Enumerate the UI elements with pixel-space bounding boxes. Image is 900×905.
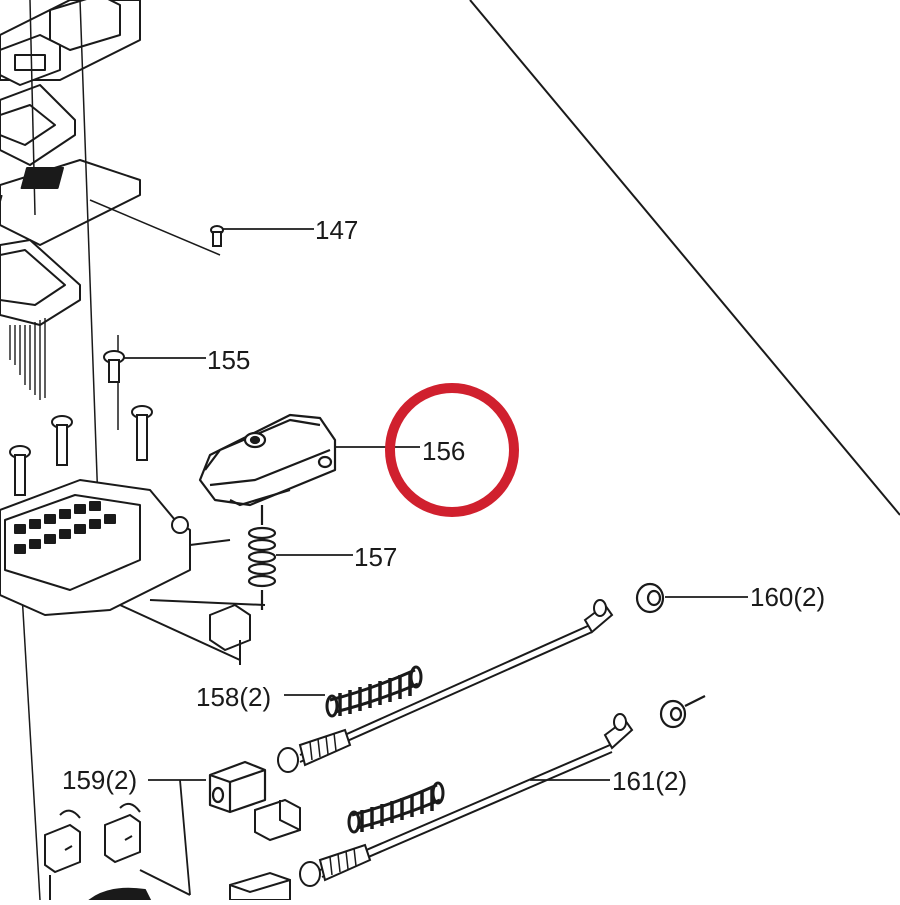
small-clip [209, 603, 251, 665]
leader-lines [123, 228, 748, 896]
callout-labels: 147 155 156 157 158(2) 159(2) 160(2) 161… [62, 215, 825, 796]
screw-147 [210, 225, 224, 247]
callout-158: 158(2) [196, 682, 271, 712]
screw-a [51, 415, 73, 466]
part-160-nut-lower [659, 695, 706, 729]
lower-spring [347, 781, 445, 834]
part-158-spring [325, 665, 423, 718]
callout-160: 160(2) [750, 582, 825, 612]
callout-155: 155 [207, 345, 250, 375]
terminal-block [0, 479, 266, 661]
small-bracket-b [254, 798, 301, 842]
screw-c [9, 445, 31, 496]
screw-b [131, 405, 153, 461]
part-157-spring [247, 505, 277, 610]
part-161-lower-cable [299, 713, 634, 887]
callout-161: 161(2) [612, 766, 687, 796]
keypad-assembly [0, 0, 141, 400]
highlight-circle-156 [385, 383, 519, 517]
part-160-nut [635, 582, 665, 614]
small-bracket-c [229, 871, 291, 901]
connector-set [44, 802, 191, 901]
callout-147: 147 [315, 215, 358, 245]
part-161-upper-cable [277, 599, 614, 773]
screws [9, 225, 224, 496]
diagonal-border-line [469, 0, 900, 516]
callout-159: 159(2) [62, 765, 137, 795]
screw-155 [103, 350, 125, 383]
part-159-bracket [208, 760, 267, 814]
callout-156: 156 [422, 436, 465, 466]
callout-157: 157 [354, 542, 397, 572]
part-156-cover [198, 413, 337, 507]
